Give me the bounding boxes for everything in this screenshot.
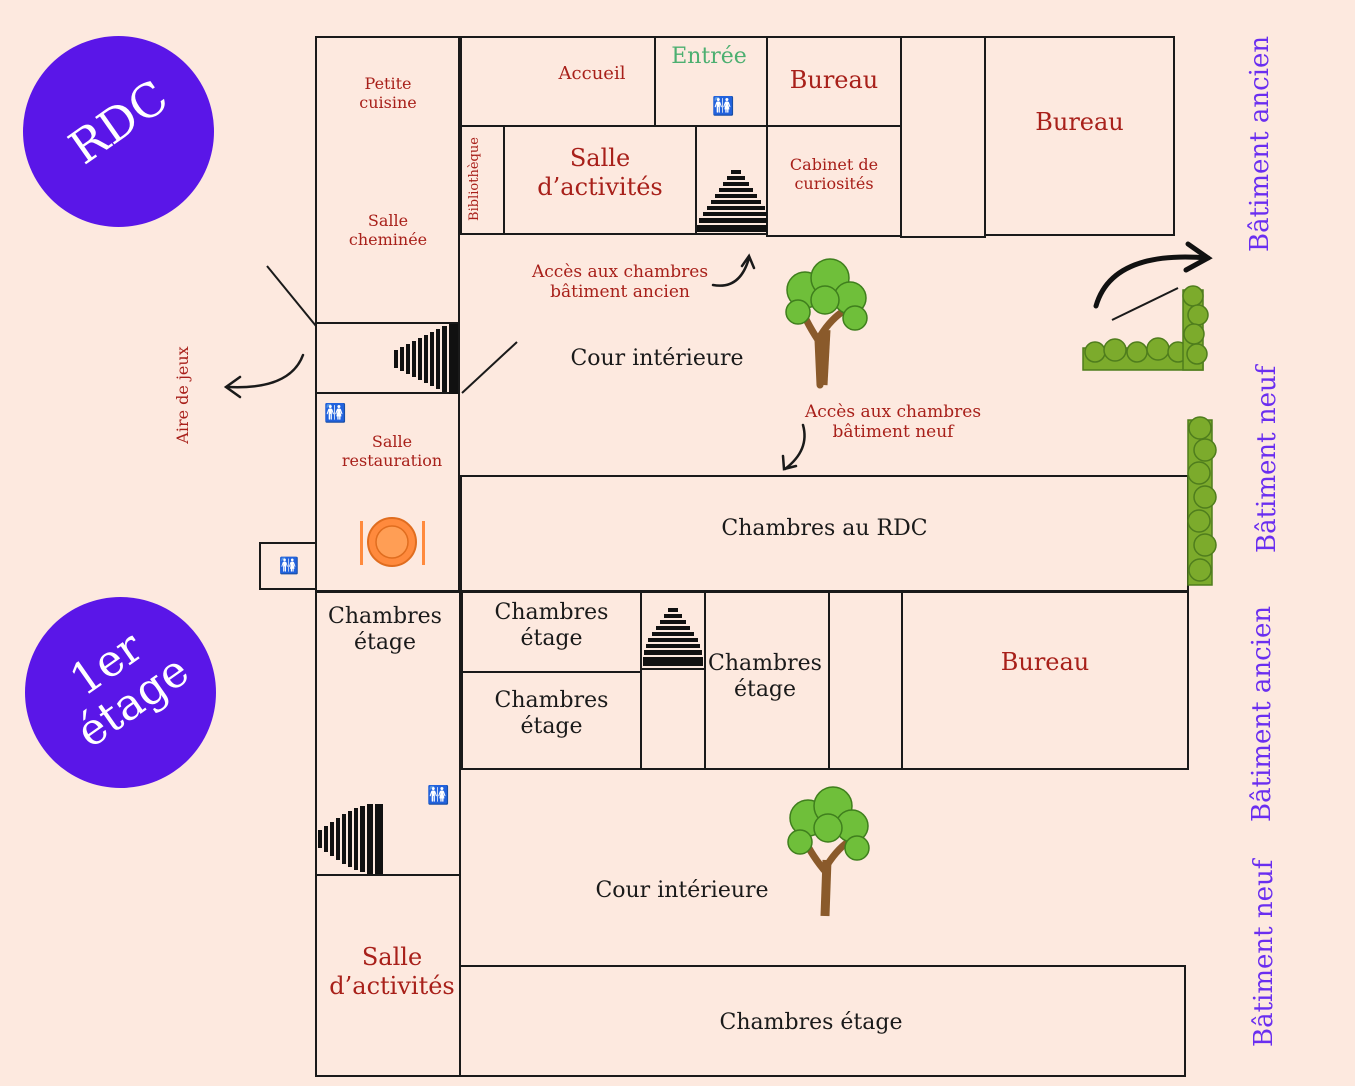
label-cabinet: Cabinet de curiosités (789, 155, 879, 194)
label-etage-chambres-etage: Chambres étage (719, 1010, 903, 1035)
room-stairs-left (315, 322, 460, 394)
arrow-icon (223, 253, 806, 471)
label-entree: Entrée (671, 44, 747, 69)
toilets-icon: 🚻 (279, 556, 299, 575)
label-salle-activites-rdc: Salle d’activités (537, 144, 663, 201)
room-etage-chambres-etage (459, 965, 1186, 1077)
label-bureau-1: Bureau (789, 66, 879, 94)
tree-icon (787, 786, 870, 917)
label-bureau-2: Bureau (1035, 108, 1124, 136)
stairs-icon (643, 608, 703, 666)
label-etage-bureau: Bureau (1000, 648, 1090, 676)
label-etage-batiment-neuf: Bâtiment neuf (1249, 859, 1279, 1047)
label-rdc-batiment-neuf: Bâtiment neuf (1252, 365, 1282, 553)
etage-circle: 1er étage (25, 597, 216, 788)
label-petite-cuisine: Petite cuisine (359, 74, 417, 113)
label-salle-restauration: Salle restauration (341, 432, 443, 471)
label-salle-cheminee: Salle cheminée (348, 211, 428, 250)
label-aire-de-jeux: Aire de jeux (173, 346, 192, 444)
label-etage-chambres-a: Chambres étage (328, 604, 442, 656)
label-acces-neuf: Accès aux chambres bâtiment neuf (804, 402, 982, 443)
room-cabinet (766, 125, 902, 237)
label-etage-chambres-d: Chambres étage (708, 651, 822, 703)
label-bibliotheque: Bibliothèque (467, 137, 482, 221)
toilets-icon: 🚻 (324, 403, 347, 424)
label-etage-batiment-ancien: Bâtiment ancien (1247, 605, 1277, 822)
toilets-icon: 🚻 (712, 96, 735, 117)
label-etage-chambres-c: Chambres étage (494, 688, 609, 740)
label-chambres-rdc: Chambres au RDC (721, 516, 928, 541)
room-bureau-2 (984, 36, 1175, 236)
label-etage-cour: Cour intérieure (595, 878, 769, 903)
toilets-icon: 🚻 (427, 785, 450, 806)
label-cour-rdc: Cour intérieure (570, 346, 744, 371)
stairs-icon (394, 324, 458, 394)
label-rdc-batiment-ancien: Bâtiment ancien (1245, 35, 1275, 252)
room-wc-outside (259, 542, 317, 590)
label-accueil: Accueil (558, 63, 626, 84)
label-acces-ancien: Accès aux chambres bâtiment ancien (531, 262, 709, 303)
label-etage-activites: Salle d’activités (329, 943, 455, 1000)
tree-icon (785, 258, 868, 389)
hedge-icon (1082, 285, 1217, 586)
rdc-circle: RDC (23, 36, 214, 227)
arrow-icon (1093, 241, 1213, 309)
label-etage-chambres-b: Chambres étage (494, 600, 609, 652)
plate-icon (360, 517, 425, 567)
stairs-icon (697, 170, 767, 232)
stairs-icon (318, 804, 383, 874)
